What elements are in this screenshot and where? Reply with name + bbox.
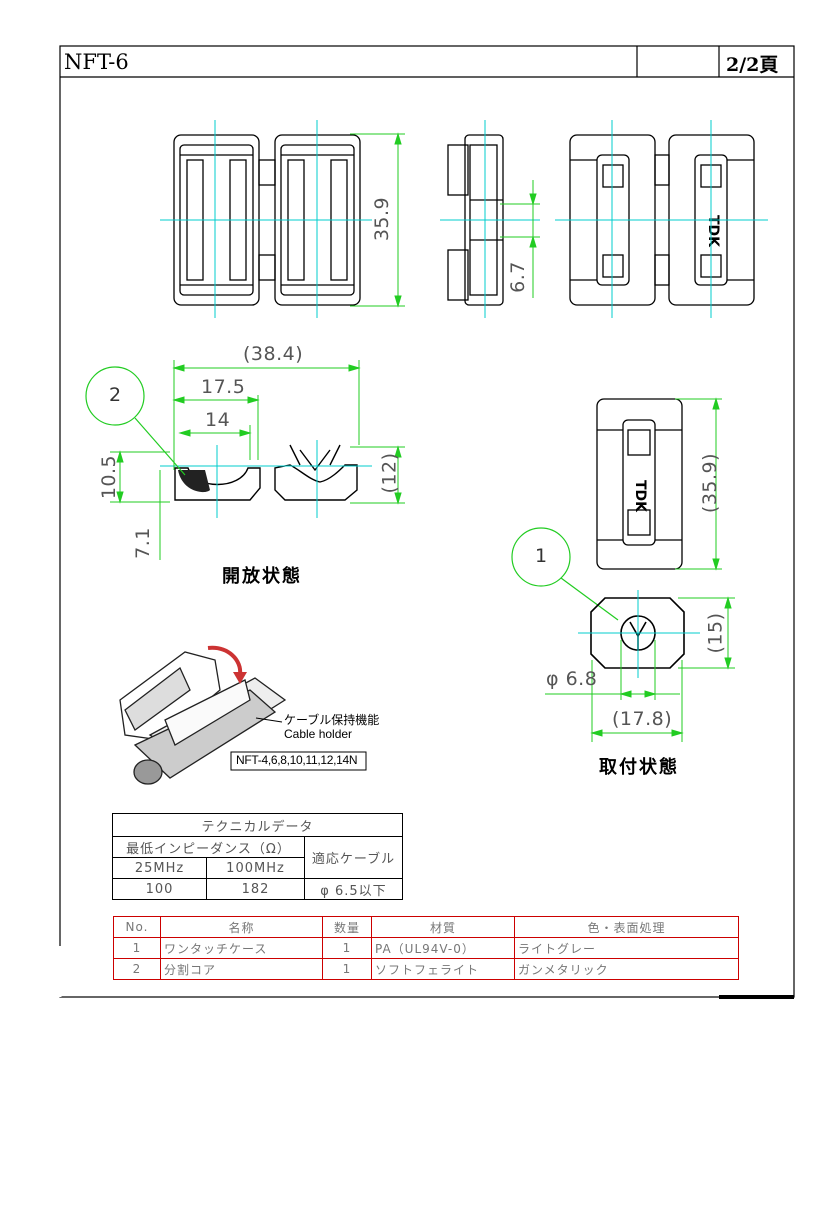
balloon-1-label: 1 bbox=[535, 545, 548, 567]
dim-open-width: (38.4) bbox=[243, 343, 304, 365]
dim-gap-6-7: 6.7 bbox=[506, 261, 529, 293]
technical-data-table: テクニカルデータ 最低インピーダンス（Ω） 適応ケーブル 25MHz 100MH… bbox=[112, 813, 403, 900]
tech-cable-val: φ 6.5以下 bbox=[304, 878, 403, 900]
tech-freq-25: 25MHz bbox=[112, 857, 207, 879]
parts-no: 2 bbox=[113, 958, 161, 980]
dim-diameter: φ 6.8 bbox=[546, 668, 598, 690]
tech-val-100: 182 bbox=[206, 878, 305, 900]
parts-header-material: 材質 bbox=[371, 916, 515, 938]
isometric-illustration bbox=[119, 651, 287, 785]
parts-header-no: No. bbox=[113, 916, 161, 938]
parts-header-color: 色・表面処理 bbox=[514, 916, 739, 938]
parts-name: 分割コア bbox=[160, 958, 323, 980]
parts-header-qty: 数量 bbox=[322, 916, 372, 938]
tech-cable-header: 適応ケーブル bbox=[304, 836, 403, 879]
tech-impedance-header: 最低インピーダンス（Ω） bbox=[112, 836, 305, 858]
document-title: NFT-6 bbox=[64, 50, 129, 74]
caption-open-state: 開放状態 bbox=[222, 566, 302, 587]
tech-title: テクニカルデータ bbox=[112, 813, 403, 837]
callout-holder-jp: ケーブル保持機能 bbox=[284, 713, 380, 727]
balloon-1 bbox=[511, 527, 571, 587]
table-row: 2 分割コア 1 ソフトフェライト ガンメタリック bbox=[113, 958, 739, 980]
callout-holder-en: Cable holder bbox=[284, 727, 353, 741]
dim-open-10-5: 10.5 bbox=[98, 454, 121, 500]
dim-open-12: (12) bbox=[378, 452, 401, 494]
mounted-view bbox=[596, 398, 683, 570]
parts-name: ワンタッチケース bbox=[160, 937, 323, 959]
tech-freq-100: 100MHz bbox=[206, 857, 305, 879]
svg-text:TDK: TDK bbox=[632, 480, 648, 513]
dim-open-14: 14 bbox=[205, 409, 231, 431]
dim-closed-15: (15) bbox=[704, 612, 727, 654]
dim-closed-height: (35.9) bbox=[699, 452, 722, 514]
dim-open-17-5: 17.5 bbox=[201, 376, 246, 398]
parts-material: PA（UL94V-0） bbox=[371, 937, 515, 959]
page-number: 2/2頁 bbox=[726, 54, 779, 76]
parts-color: ライトグレー bbox=[514, 937, 739, 959]
parts-no: 1 bbox=[113, 937, 161, 959]
svg-text:TDK: TDK bbox=[705, 215, 721, 248]
dim-height-35-9: 35.9 bbox=[371, 196, 394, 242]
parts-qty: 1 bbox=[322, 937, 372, 959]
parts-qty: 1 bbox=[322, 958, 372, 980]
parts-color: ガンメタリック bbox=[514, 958, 739, 980]
balloon-2 bbox=[85, 366, 145, 426]
dim-open-7-1: 7.1 bbox=[131, 527, 154, 559]
parts-material: ソフトフェライト bbox=[371, 958, 515, 980]
dim-closed-width: (17.8) bbox=[612, 708, 673, 730]
parts-table: No. 名称 数量 材質 色・表面処理 1 ワンタッチケース 1 PA（UL94… bbox=[113, 916, 739, 980]
balloon-2-label: 2 bbox=[109, 384, 122, 406]
table-row: 1 ワンタッチケース 1 PA（UL94V-0） ライトグレー bbox=[113, 937, 739, 959]
tech-val-25: 100 bbox=[112, 878, 207, 900]
parts-header-name: 名称 bbox=[160, 916, 323, 938]
sheet-border bbox=[59, 45, 795, 998]
callout-models: NFT-4,6,8,10,11,12,14N bbox=[236, 753, 358, 767]
caption-mounted-state: 取付状態 bbox=[599, 757, 679, 778]
